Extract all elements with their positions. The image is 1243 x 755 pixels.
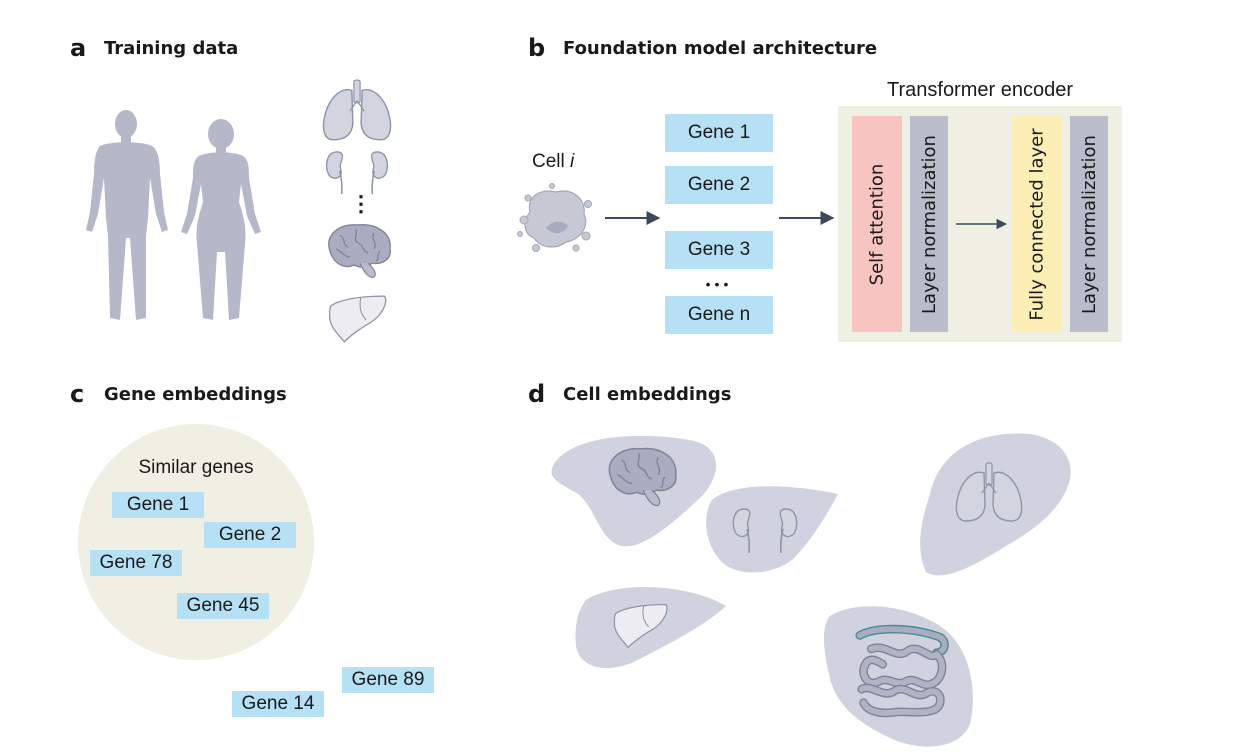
panel-d-letter: d (528, 380, 546, 408)
organ-ellipsis: ⋮ (350, 191, 372, 216)
panel-d-title: Cell embeddings (563, 384, 732, 405)
encoder-title: Transformer encoder (887, 79, 1073, 101)
gene-tokens-ellipsis: ••• (705, 276, 733, 292)
cell-label: Cell i (532, 150, 574, 174)
outlier-gene-89: Gene 89 (342, 667, 434, 693)
brain-icon (327, 224, 391, 279)
cluster-gene-2: Gene 2 (204, 522, 296, 548)
panel-a-letter: a (70, 34, 87, 62)
outlier-gene-14: Gene 14 (232, 691, 324, 717)
panel-c-title: Gene embeddings (104, 384, 287, 405)
intestine-icon (846, 622, 956, 718)
male-silhouette-icon (86, 110, 168, 320)
fully-connected-layer: Fully connected layer (1012, 116, 1062, 332)
fully-connected-label: Fully connected layer (1026, 127, 1048, 321)
self-attention-layer: Self attention (852, 116, 902, 332)
panel-a-title: Training data (104, 38, 239, 59)
panel-c-letter: c (70, 380, 85, 408)
arrow-right-icon (605, 211, 661, 225)
cluster-gene-45: Gene 45 (177, 593, 269, 619)
liver-icon (613, 603, 668, 649)
kidney-cluster-blob (706, 486, 838, 573)
layer-normalization-2: Layer normalization (1070, 116, 1108, 332)
layer-normalization-1: Layer normalization (910, 116, 948, 332)
layer-normalization-2-label: Layer normalization (1078, 134, 1100, 314)
gene-token-2: Gene 2 (665, 166, 773, 204)
panel-b-title: Foundation model architecture (563, 38, 878, 59)
kidneys-icon (732, 508, 798, 554)
cluster-gene-1: Gene 1 (112, 492, 204, 518)
gene-token-3: Gene 3 (665, 231, 773, 269)
lungs-icon (955, 462, 1023, 522)
layer-normalization-1-label: Layer normalization (918, 134, 940, 314)
cell-label-text: Cell (532, 151, 565, 172)
cell-index: i (570, 151, 575, 172)
gene-token-1: Gene 1 (665, 114, 773, 152)
arrow-right-icon (956, 218, 1008, 230)
transformer-encoder: Self attention Layer normalization Fully… (838, 106, 1122, 342)
arrow-right-icon (779, 211, 835, 225)
panel-b-letter: b (528, 34, 546, 62)
gene-token-n: Gene n (665, 296, 773, 334)
female-silhouette-icon (181, 119, 261, 320)
cell-icon (517, 183, 592, 252)
lungs-icon (322, 79, 392, 141)
cluster-label: Similar genes (138, 457, 254, 478)
self-attention-label: Self attention (866, 163, 888, 285)
brain-icon (608, 447, 677, 507)
cluster-gene-78: Gene 78 (90, 550, 182, 576)
liver-icon (329, 295, 387, 343)
